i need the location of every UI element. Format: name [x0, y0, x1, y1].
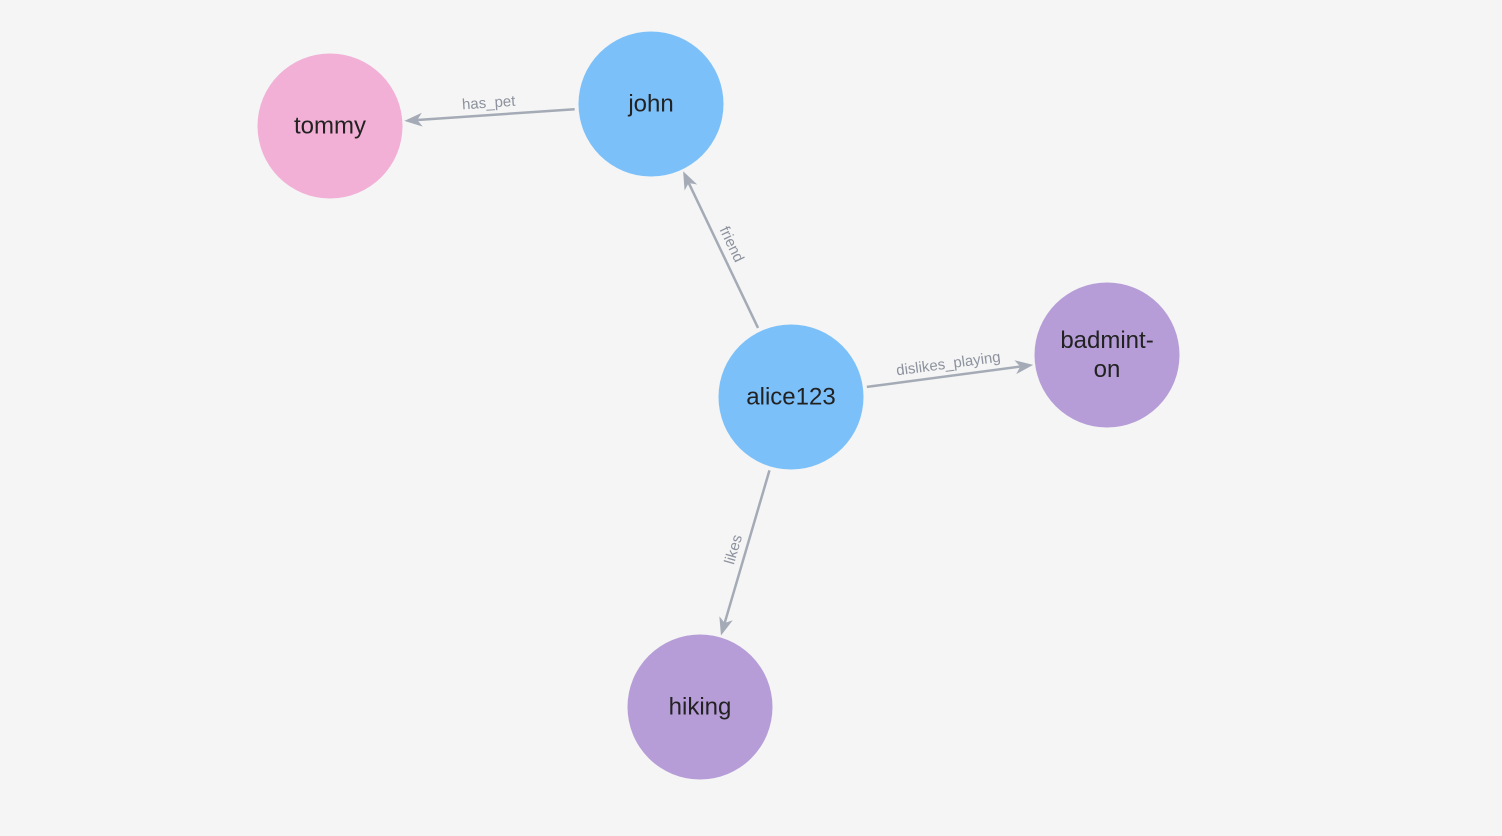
node-label: badmint-on [1060, 327, 1153, 383]
arrowhead-icon [683, 171, 698, 191]
graph-node[interactable]: badmint-on [1034, 282, 1180, 428]
node-label-line: hiking [669, 694, 732, 721]
node-label-line: alice123 [746, 384, 835, 411]
node-label-line: john [627, 91, 673, 118]
graph-node[interactable]: hiking [627, 634, 773, 780]
graph-edge[interactable]: likes [719, 470, 771, 636]
graph-node[interactable]: alice123 [718, 324, 864, 470]
edge-label[interactable]: friend [716, 224, 748, 265]
node-circle [578, 31, 724, 177]
node-circle [718, 324, 864, 470]
arrowhead-icon [1014, 360, 1034, 375]
node-label-line: on [1094, 356, 1121, 383]
edge-line [866, 365, 1021, 389]
graph-edge[interactable]: has_pet [404, 93, 575, 127]
arrowhead-icon [404, 112, 423, 127]
graph-edge[interactable]: friend [683, 171, 760, 329]
arrowhead-icon [719, 616, 733, 636]
node-label: alice123 [746, 384, 835, 411]
node-label-line: tommy [294, 113, 366, 140]
node-label: hiking [669, 694, 732, 721]
graph-node[interactable]: john [578, 31, 724, 177]
edge-line [687, 182, 760, 329]
node-circle [1034, 282, 1180, 428]
edge-label[interactable]: dislikes_playing [895, 349, 1001, 380]
node-circle [257, 53, 403, 199]
edge-label[interactable]: has_pet [461, 93, 516, 114]
graph-edge[interactable]: dislikes_playing [866, 349, 1034, 389]
node-label-line: badmint- [1060, 327, 1153, 354]
node-label: john [627, 91, 673, 118]
node-circle [627, 634, 773, 780]
graph-node[interactable]: tommy [257, 53, 403, 199]
edge-line [723, 470, 771, 624]
edge-line [417, 107, 575, 122]
node-label: tommy [294, 113, 366, 140]
